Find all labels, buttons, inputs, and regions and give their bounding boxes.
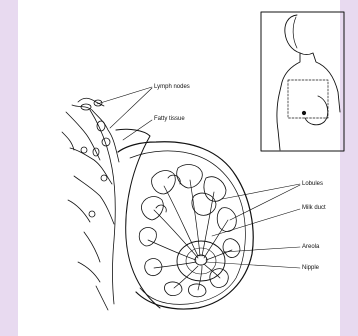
lymph-node [101,175,107,181]
areola-inner [186,248,216,274]
leader-areola [223,247,300,252]
lobule-detail [156,205,166,212]
milk-duct [190,180,200,256]
lobule [192,193,216,215]
lobules-group [139,165,240,297]
lymph-vessel [74,176,114,224]
torso-left-outline [277,15,300,150]
lobule [189,284,207,297]
hair-line [293,17,297,48]
leader-lobules-2 [230,185,300,220]
lymph-vessel [70,148,112,184]
milk-duct [154,262,196,268]
lymph-vessel [68,200,90,222]
lymph-trunk [90,110,115,304]
milk-duct [164,186,198,256]
label-fatty-tissue: Fatty tissue [154,116,185,123]
label-lobules: Lobules [302,181,323,188]
label-nipple: Nipple [302,265,319,272]
leader-lymph-nodes-2 [110,88,152,128]
milk-duct [198,266,202,290]
label-lymph-nodes: Lymph nodes [154,84,190,91]
lobule [204,177,226,202]
lymph-vessel [78,262,100,282]
inset-frame [261,12,344,151]
inset-highlight-box [288,80,328,118]
milk-duct [148,240,196,260]
label-areola: Areola [302,244,319,251]
lymph-vessel [62,132,74,150]
torso-right-outline [300,53,340,112]
leader-nipple [206,262,300,268]
torso-inset [261,12,344,151]
lymph-node [97,121,105,131]
inset-breast-curve [305,96,328,125]
nipple [195,255,207,265]
lobule [165,282,183,296]
lobule [139,228,156,247]
lymph-node [81,147,87,153]
lobule [177,165,203,188]
lymph-vessel [96,286,108,310]
leader-milk-duct [212,209,300,236]
inset-nipple [302,111,305,114]
breast-outline [118,142,253,309]
lymph-network [62,98,119,310]
lymph-vessel [84,232,100,262]
label-milk-duct: Milk duct [302,205,326,212]
lymph-vessel [72,105,119,162]
chest-wall [116,129,160,308]
lobule [217,208,236,232]
lymph-node [89,211,95,217]
lobule [152,171,176,194]
lobule [223,239,240,258]
leader-fatty-tissue [123,120,152,140]
milk-duct [202,192,214,256]
